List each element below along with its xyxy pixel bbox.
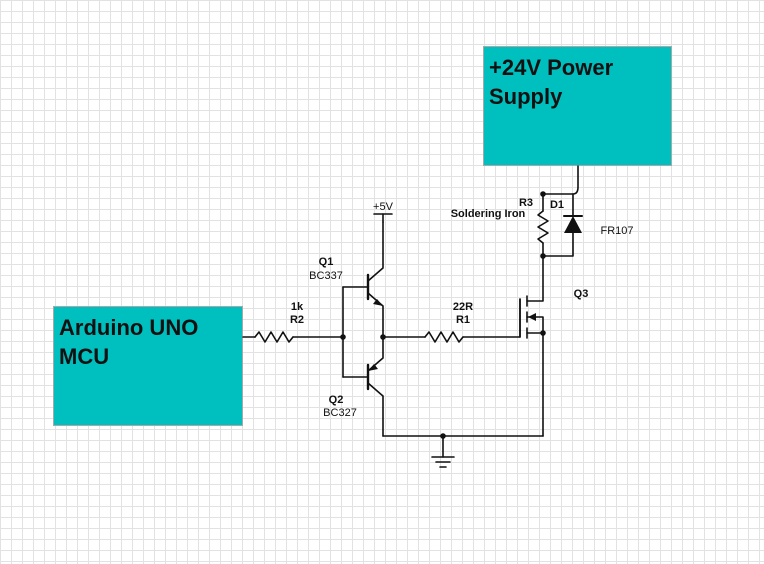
r2-value-label: 1k (291, 301, 304, 313)
q3-ref-label: Q3 (574, 288, 589, 300)
r1-value-label: 22R (453, 301, 473, 313)
junction-ground (440, 433, 446, 439)
q3-body-arrow (528, 313, 536, 321)
arduino-label-line2: MCU (59, 344, 110, 369)
junction-base (340, 334, 346, 340)
q3-source-body (526, 316, 544, 437)
arduino-label-line1: Arduino UNO (59, 315, 199, 340)
q2-collector (367, 382, 384, 437)
r2-ref-label: R2 (290, 314, 304, 326)
arduino-block: Arduino UNO MCU (53, 306, 243, 426)
resistor-r1 (424, 331, 464, 343)
q1-ref-label: Q1 (319, 256, 334, 268)
q1-part-label: BC337 (309, 270, 343, 282)
power-supply-label-line1: +24V Power (489, 55, 614, 80)
q2-emitter-arrow (368, 364, 378, 371)
wire-supply-link (572, 165, 579, 195)
r3-desc-label: Soldering Iron (451, 208, 526, 220)
q3-drain (526, 255, 544, 302)
q1-emitter (367, 292, 384, 338)
r1-ref-label: R1 (456, 314, 470, 326)
junction-supply (540, 191, 546, 197)
wire-d1-bottom (542, 232, 574, 257)
junction-drain (540, 253, 546, 259)
resistor-r3 (537, 210, 549, 244)
d1-ref-label: D1 (550, 199, 564, 211)
resistor-r2 (254, 331, 294, 343)
q1-emitter-arrow (373, 299, 383, 306)
d1-diode-triangle (564, 216, 582, 233)
junction-source (540, 330, 546, 336)
junction-emitters (380, 334, 386, 340)
vcc-label: +5V (373, 201, 394, 213)
d1-part-label: FR107 (600, 225, 633, 237)
q2-part-label: BC327 (323, 407, 357, 419)
r3-ref-label: R3 (519, 197, 533, 209)
q1-collector (367, 221, 384, 282)
power-supply-block: +24V Power Supply (483, 46, 672, 166)
power-supply-label-line2: Supply (489, 84, 563, 109)
q2-ref-label: Q2 (329, 394, 344, 406)
